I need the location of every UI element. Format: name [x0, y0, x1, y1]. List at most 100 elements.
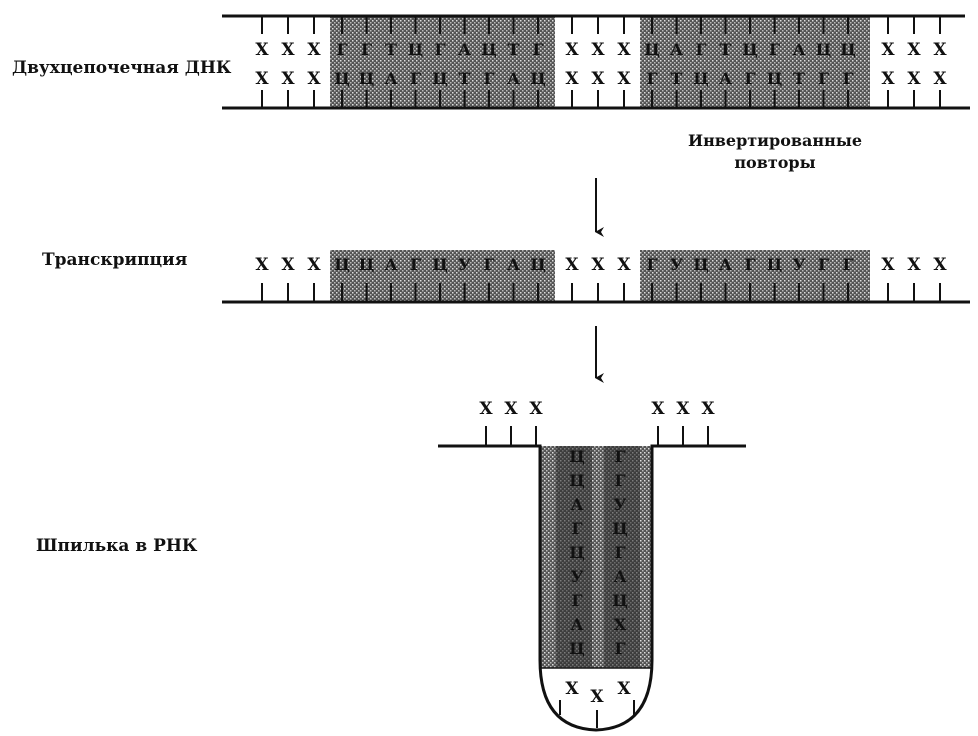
hairpin-stem-right-base: Ц — [612, 591, 627, 610]
dna-label: Двухцепочечная ДНК — [12, 58, 232, 78]
dna-bottom-base: Ц — [432, 69, 447, 88]
dna-bottom-base: Ц — [767, 69, 782, 88]
dna-bottom-base: Х — [255, 69, 269, 89]
dna-top-base: Ц — [481, 40, 496, 59]
hairpin-stem-left-base: У — [571, 567, 584, 586]
hairpin-stem-right-base: А — [613, 567, 626, 586]
rna-base: У — [458, 255, 471, 274]
hairpin-right-tail-base: Х — [676, 399, 690, 419]
hairpin-stem-left-base: Г — [571, 591, 582, 610]
rna-repeat2-shade — [640, 250, 870, 302]
dna-top-base: Х — [281, 40, 295, 60]
dna-top-base: Г — [769, 40, 780, 59]
dna-repeat2-shade — [640, 16, 870, 108]
rna-base: Х — [591, 255, 605, 275]
hairpin-loop-base: Х — [565, 679, 579, 699]
dna-bottom-base: Т — [793, 69, 805, 88]
hairpin-stem-right-base: Г — [614, 639, 625, 658]
hairpin-ticks — [485, 426, 709, 728]
rna-base: Х — [255, 255, 269, 275]
rna-base: Г — [410, 255, 421, 274]
hairpin-stem-left-base: Г — [571, 519, 582, 538]
rna-base: У — [670, 255, 683, 274]
dna-top-base: Т — [508, 40, 520, 59]
dna-bottom-base: Г — [842, 69, 853, 88]
dna-top-base: Х — [881, 40, 895, 60]
dna-bottom-base: Х — [617, 69, 631, 89]
hairpin-stem-right-base: Г — [614, 471, 625, 490]
hairpin-stem-right-base: Г — [614, 543, 625, 562]
dna-bottom-base: А — [719, 69, 732, 88]
dna-bottom-base: Х — [591, 69, 605, 89]
dna-bottom-base: Х — [281, 69, 295, 89]
inverted-repeats-line2: повторы — [734, 153, 816, 172]
dna-bottom-base: Г — [744, 69, 755, 88]
hairpin-loop-base: Х — [590, 687, 604, 707]
rna-base: Г — [842, 255, 853, 274]
hairpin-loop-base: Х — [617, 679, 631, 699]
dna-bottom-base: Ц — [693, 69, 708, 88]
dna-bottom-base: Т — [671, 69, 683, 88]
dna-top-base: Х — [591, 40, 605, 60]
dna-bottom-base: Г — [483, 69, 494, 88]
hairpin-stem-left-base: А — [570, 615, 583, 634]
dna-top-base: Х — [933, 40, 947, 60]
hairpin-loop-area — [540, 668, 652, 730]
rna-base: Ц — [432, 255, 447, 274]
dna-bottom-base: Ц — [334, 69, 349, 88]
dna-bottom-base: А — [507, 69, 520, 88]
dna-top-base: Ц — [408, 40, 423, 59]
dna-top-base: Т — [385, 40, 397, 59]
dna-bottom-base: Г — [818, 69, 829, 88]
rna-base: Х — [933, 255, 947, 275]
inverted-repeats-note: Инвертированные повторы — [660, 130, 890, 174]
hairpin-right-tail-base: Х — [701, 399, 715, 419]
hairpin-label: Шпилька в РНК — [36, 536, 198, 556]
dna-bottom-base: Х — [881, 69, 895, 89]
dna-top-base: Г — [532, 40, 543, 59]
hairpin-right-stem-dark — [604, 446, 640, 668]
hairpin-backbone — [438, 444, 746, 732]
hairpin-stem-right-base: Ц — [612, 519, 627, 538]
dna-top-base: А — [792, 40, 805, 59]
dna-ticks — [261, 17, 941, 107]
hairpin-left-tail-base: Х — [504, 399, 518, 419]
dna-bottom-base: Г — [646, 69, 657, 88]
hairpin-left-stem-dark — [556, 446, 592, 668]
rna-ticks — [261, 283, 941, 301]
dna-top-base: А — [458, 40, 471, 59]
rna-base: Г — [646, 255, 657, 274]
transcription-label: Транскрипция — [42, 250, 188, 270]
hairpin-left-tail-base: Х — [529, 399, 543, 419]
hairpin-stem-left-base: Ц — [569, 447, 584, 466]
dna-top-base: Ц — [840, 40, 855, 59]
hairpin-stem-right-base: Х — [614, 615, 627, 634]
dna-bottom-base: Ц — [359, 69, 374, 88]
rna-base: Х — [617, 255, 631, 275]
hairpin-stem-left-base: А — [570, 495, 583, 514]
dna-top-base: Х — [907, 40, 921, 60]
hairpin-stem-left-base: Ц — [569, 543, 584, 562]
dna-top-base: Г — [695, 40, 706, 59]
rna-base: Ц — [693, 255, 708, 274]
hairpin-left-tail-base: Х — [479, 399, 493, 419]
hairpin-stem-right-base: У — [614, 495, 627, 514]
rna-base: А — [507, 255, 520, 274]
dna-bottom-base: Г — [410, 69, 421, 88]
dna-bottom-base: Х — [907, 69, 921, 89]
hairpin-stem-left-base: Ц — [569, 471, 584, 490]
dna-top-base: Г — [336, 40, 347, 59]
rna-base: Х — [881, 255, 895, 275]
rna-base: Х — [565, 255, 579, 275]
rna-base: Ц — [767, 255, 782, 274]
rna-base: Х — [907, 255, 921, 275]
dna-bottom-base: Ц — [530, 69, 545, 88]
dna-bottom-base: Х — [933, 69, 947, 89]
dna-top-base: Ц — [644, 40, 659, 59]
